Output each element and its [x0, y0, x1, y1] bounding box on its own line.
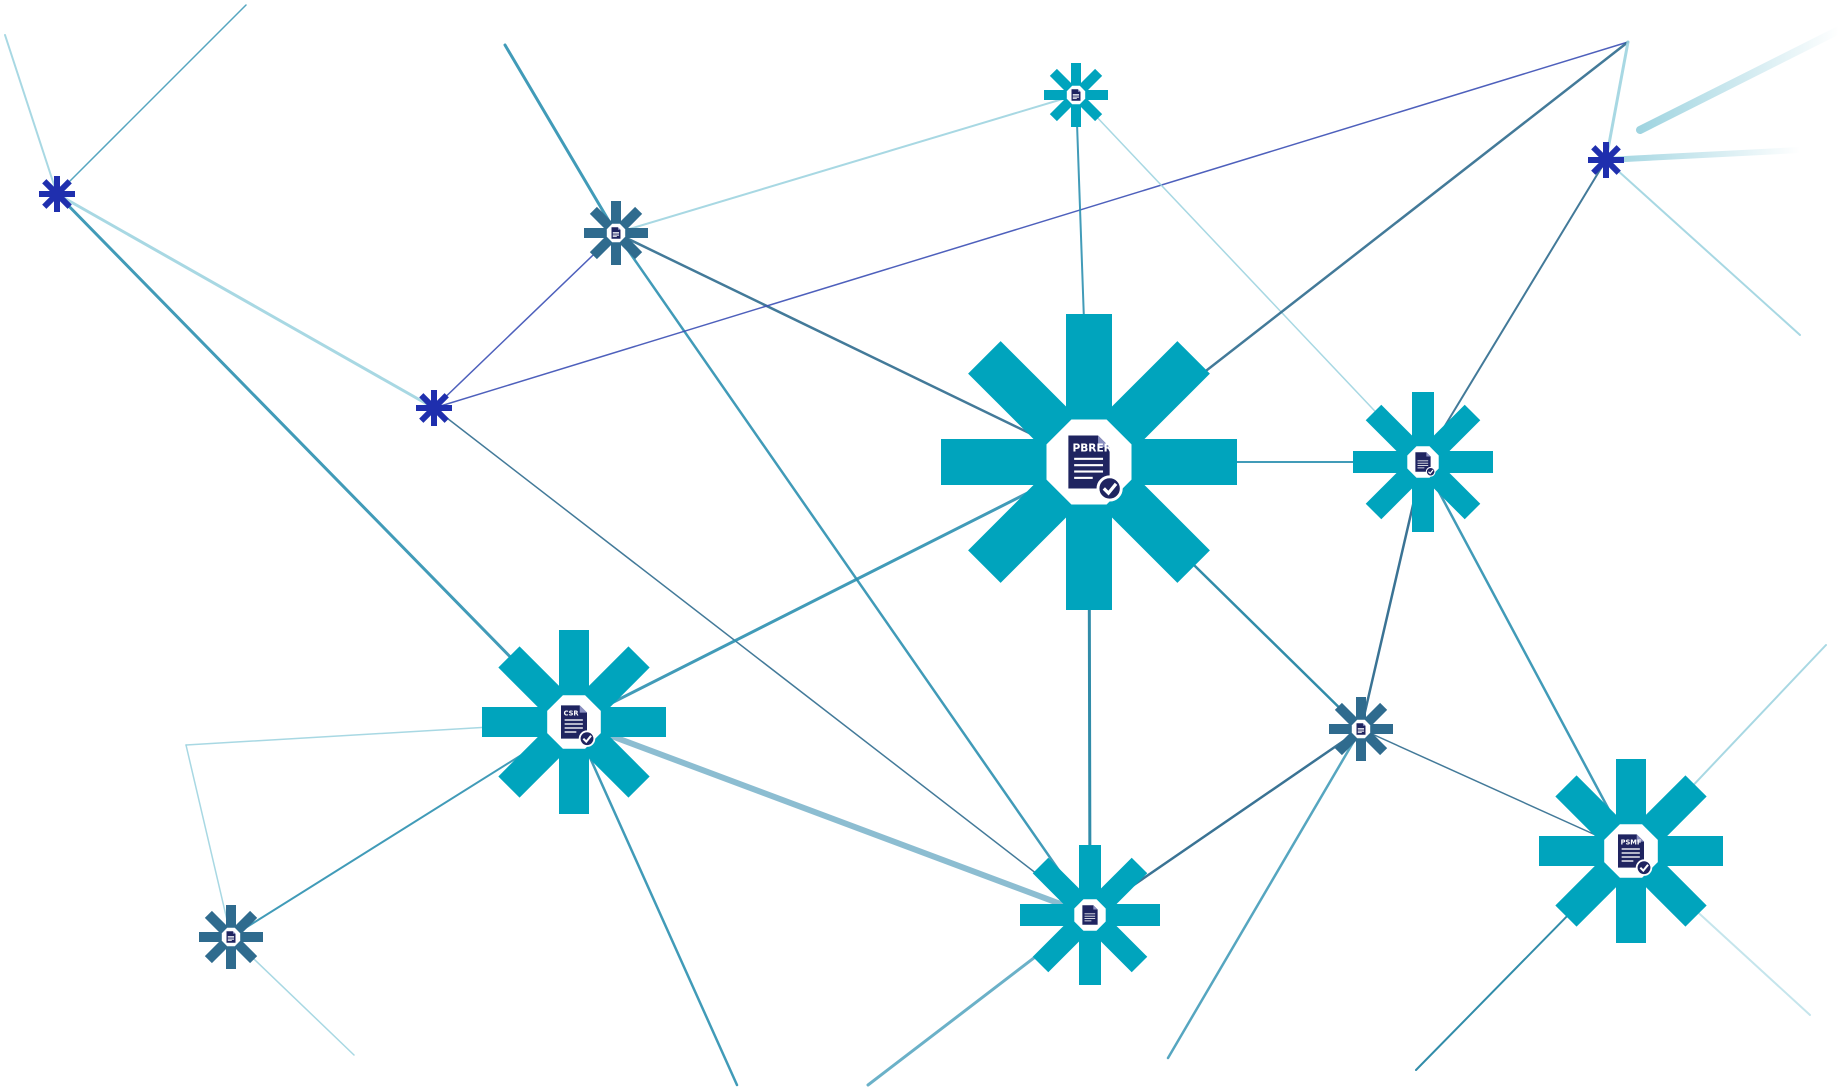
check-icon: [1425, 466, 1436, 477]
connection-line: [614, 231, 1092, 917]
asterisk-icon: [1588, 142, 1624, 178]
doc-text-line: [1357, 729, 1365, 731]
doc-text-line: [1084, 913, 1096, 915]
connection-line: [572, 460, 1091, 724]
connection-line: [185, 744, 232, 938]
connection-line: [433, 232, 617, 409]
doc-text-line: [1357, 732, 1362, 734]
doc-text-line: [564, 727, 583, 729]
doc-text-line: [1074, 470, 1104, 473]
connection-line: [615, 94, 1077, 234]
doc-text-line: [1621, 860, 1634, 862]
doc-label: PBRER: [1072, 442, 1111, 454]
connection-line: [572, 720, 739, 1087]
asterisk-node-bottom-center: [1020, 845, 1160, 985]
doc-text-line: [227, 938, 235, 940]
connection-lines: [4, 4, 1839, 1087]
doc-text-line: [1074, 464, 1104, 467]
doc-text-line: [612, 233, 620, 235]
document-icon: [226, 931, 236, 943]
asterisk-node-top-left-mid: [584, 201, 648, 265]
doc-text-line: [612, 232, 620, 233]
connection-line: [433, 407, 1091, 916]
fading-streak: [1636, 26, 1839, 134]
asterisk-node-top-right: [1588, 142, 1624, 178]
asterisk-node-rmp: [1353, 392, 1493, 532]
doc-text-line: [1072, 95, 1080, 97]
document-check-icon: PBRER: [1068, 435, 1123, 502]
document-icon: [1356, 723, 1366, 735]
doc-text-line: [1417, 465, 1429, 466]
connection-line: [1075, 94, 1424, 463]
connection-line: [1604, 40, 1630, 162]
doc-text-line: [1417, 462, 1429, 464]
asterisk-node-psmf: PSMF: [1539, 759, 1723, 943]
doc-text-line: [1084, 918, 1096, 919]
connection-line: [1360, 728, 1632, 852]
doc-text-line: [1074, 457, 1104, 460]
asterisk-icon: [39, 176, 75, 212]
doc-label: PSMF: [1621, 838, 1642, 846]
doc-text-line: [1072, 94, 1080, 95]
document-icon: [1082, 905, 1098, 925]
asterisk-node-bottom-left: [199, 905, 263, 969]
doc-text-line: [1621, 852, 1640, 854]
connection-line: [55, 192, 576, 724]
doc-text-line: [1074, 476, 1093, 479]
doc-text-line: [1072, 98, 1077, 100]
document-check-icon: [1415, 452, 1436, 477]
document-icon: [611, 227, 621, 239]
check-icon: [1635, 859, 1653, 876]
connection-line: [1422, 159, 1607, 463]
doc-label: CSR: [564, 709, 579, 717]
asterisk-node-top-center: [1044, 63, 1108, 127]
document-icon: [1071, 89, 1081, 101]
document-check-icon: CSR: [560, 705, 596, 747]
connection-line: [614, 231, 1091, 464]
asterisk-node-left-mid: [416, 390, 452, 426]
doc-text-line: [1621, 856, 1640, 858]
doc-text-line: [1357, 728, 1365, 729]
connection-line: [230, 721, 575, 938]
doc-text-line: [1084, 920, 1092, 922]
connection-line: [55, 192, 436, 410]
asterisk-node-far-left: [39, 176, 75, 212]
check-icon: [1096, 475, 1123, 502]
connection-line: [4, 34, 58, 195]
doc-text-line: [1621, 848, 1640, 850]
document-check-icon: PSMF: [1617, 834, 1653, 876]
doc-text-line: [1357, 730, 1365, 732]
connection-line: [1421, 460, 1633, 853]
asterisk-node-pbrer: PBRER: [941, 314, 1237, 610]
connection-line: [56, 4, 247, 195]
asterisk-node-mid-right-small: [1329, 697, 1393, 761]
connection-line: [503, 43, 618, 235]
doc-text-line: [1084, 915, 1096, 917]
doc-text-line: [227, 936, 235, 937]
asterisk-icon: [416, 390, 452, 426]
doc-text-line: [612, 236, 617, 238]
doc-text-line: [612, 234, 620, 236]
asterisk-nodes: PBRER CSR PSMF: [39, 63, 1723, 985]
check-icon: [578, 730, 596, 747]
fading-streak: [1603, 147, 1803, 163]
doc-text-line: [227, 937, 235, 939]
doc-text-line: [564, 723, 583, 725]
connection-line: [571, 719, 1093, 918]
connection-line: [1605, 159, 1801, 336]
doc-text-line: [227, 940, 232, 942]
doc-text-line: [1417, 460, 1429, 462]
doc-text-line: [1072, 96, 1080, 98]
doc-text-line: [564, 719, 583, 721]
doc-text-line: [1417, 467, 1425, 469]
asterisk-node-csr: CSR: [482, 630, 666, 814]
doc-text-line: [564, 731, 577, 733]
connection-line: [433, 41, 1629, 409]
connection-line: [1166, 727, 1363, 1060]
